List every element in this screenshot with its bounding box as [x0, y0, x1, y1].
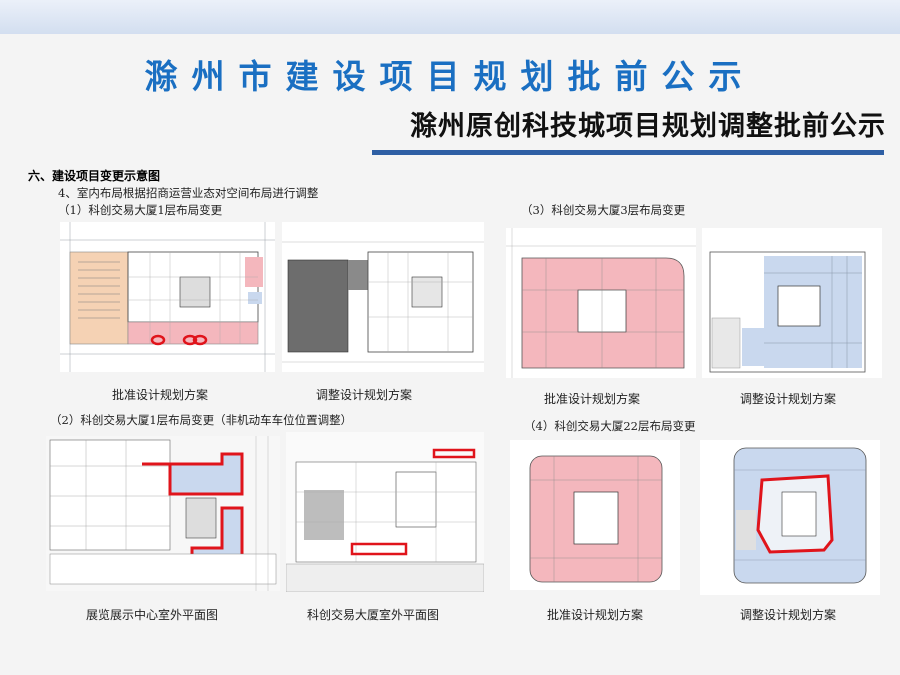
group-4-label: （4）科创交易大厦22层布局变更: [524, 419, 696, 433]
group-3-label: （3）科创交易大厦3层布局变更: [521, 203, 686, 217]
tower-site-plan: [286, 432, 484, 592]
floor-plan-adjusted-1f: [282, 222, 484, 372]
caption-tower-plan: 科创交易大厦室外平面图: [306, 608, 439, 622]
caption-adjusted-22f: 调整设计规划方案: [739, 608, 836, 622]
caption-approved-22f: 批准设计规划方案: [546, 608, 643, 622]
group-1-label: （1）科创交易大厦1层布局变更: [58, 203, 223, 217]
floor-plan-approved-1f: [60, 222, 275, 372]
section-note: 4、室内布局根据招商运营业态对空间布局进行调整: [58, 186, 319, 200]
section-heading: 六、建设项目变更示意图: [28, 169, 161, 183]
floor-plan-approved-3f: [506, 228, 696, 378]
floor-plan-adjusted-22f: [700, 440, 880, 595]
caption-approved-1f: 批准设计规划方案: [111, 388, 208, 402]
header-band: [0, 0, 900, 34]
caption-adjusted-1f: 调整设计规划方案: [315, 388, 412, 402]
caption-approved-3f: 批准设计规划方案: [543, 392, 640, 406]
group-2-label: （2）科创交易大厦1层布局变更（非机动车车位位置调整）: [50, 413, 353, 427]
main-title: 滁州市建设项目规划批前公示: [144, 57, 756, 96]
floor-plan-adjusted-3f: [702, 228, 882, 378]
exhibition-center-site-plan: [46, 436, 280, 591]
caption-exhibition-plan: 展览展示中心室外平面图: [85, 608, 218, 622]
subtitle: 滁州原创科技城项目规划调整批前公示: [410, 111, 886, 142]
floor-plan-approved-22f: [510, 440, 680, 590]
title-underline: [372, 150, 884, 155]
caption-adjusted-3f: 调整设计规划方案: [739, 392, 836, 406]
